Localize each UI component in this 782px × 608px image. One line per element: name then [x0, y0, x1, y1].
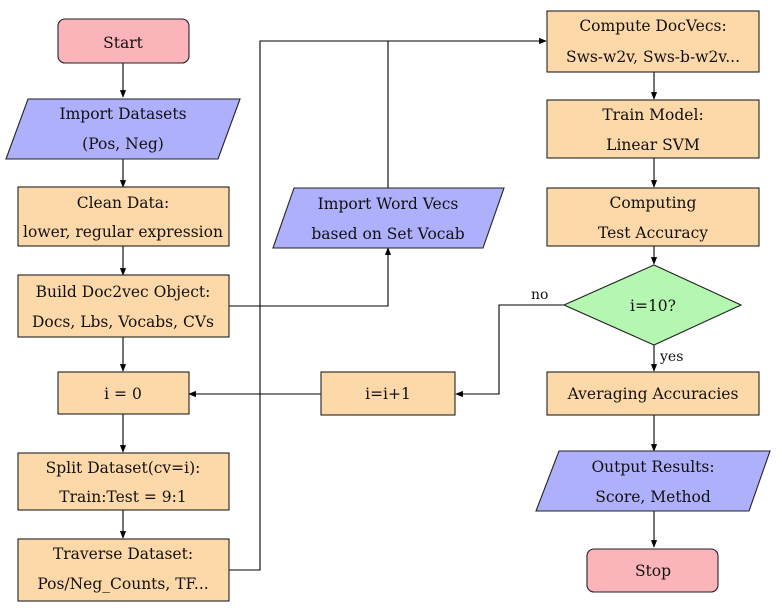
edges: no yes	[119, 37, 683, 571]
averaging-label: Averaging Accuracies	[567, 385, 739, 403]
i-zero-label: i = 0	[104, 385, 142, 403]
split-dataset-line-1: Split Dataset(cv=i):	[46, 459, 201, 477]
stop-node: Stop	[586, 548, 719, 593]
split-dataset-node: Split Dataset(cv=i): Train:Test = 9:1	[17, 452, 230, 511]
import-word-vecs-node: Import Word Vecs based on Set Vocab	[272, 187, 505, 249]
edge-label-yes: yes	[659, 349, 683, 365]
train-model-node: Train Model: Linear SVM	[546, 99, 760, 159]
clean-data-line-1: Clean Data:	[77, 194, 170, 212]
compute-docvecs-line-1: Compute DocVecs:	[579, 17, 726, 35]
edge-decision-no-to-increment	[455, 304, 564, 398]
i-zero-node: i = 0	[57, 371, 190, 415]
increment-node: i=i+1	[320, 371, 456, 416]
build-doc2vec-line-1: Build Doc2vec Object:	[36, 283, 211, 301]
build-doc2vec-line-2: Docs, Lbs, Vocabs, CVs	[32, 313, 214, 331]
increment-label: i=i+1	[365, 385, 411, 403]
start-node: Start	[57, 18, 190, 64]
import-datasets-line-2: (Pos, Neg)	[82, 135, 164, 153]
stop-label: Stop	[635, 562, 671, 580]
compute-docvecs-line-2: Sws-w2v, Sws-b-w2v...	[566, 48, 740, 66]
build-doc2vec-node: Build Doc2vec Object: Docs, Lbs, Vocabs,…	[17, 274, 230, 338]
traverse-dataset-line-2: Pos/Neg_Counts, TF...	[37, 575, 208, 593]
start-label: Start	[103, 34, 143, 52]
compute-docvecs-node: Compute DocVecs: Sws-w2v, Sws-b-w2v...	[546, 10, 760, 73]
train-model-line-2: Linear SVM	[606, 136, 700, 154]
computing-accuracy-node: Computing Test Accuracy	[546, 187, 760, 247]
output-results-line-1: Output Results:	[591, 458, 714, 476]
import-datasets-node: Import Datasets (Pos, Neg)	[5, 98, 241, 160]
traverse-dataset-line-1: Traverse Dataset:	[53, 545, 193, 563]
import-word-vecs-line-1: Import Word Vecs	[318, 195, 459, 213]
split-dataset-line-2: Train:Test = 9:1	[59, 488, 186, 506]
output-results-node: Output Results: Score, Method	[535, 450, 771, 512]
edge-traverse-to-compute	[229, 37, 547, 571]
clean-data-line-2: lower, regular expression	[23, 223, 223, 241]
averaging-node: Averaging Accuracies	[546, 371, 760, 416]
clean-data-node: Clean Data: lower, regular expression	[17, 186, 230, 247]
edge-build-to-wordvecs	[229, 247, 392, 307]
traverse-dataset-node: Traverse Dataset: Pos/Neg_Counts, TF...	[17, 538, 230, 602]
import-datasets-line-1: Import Datasets	[59, 105, 186, 123]
computing-accuracy-line-2: Test Accuracy	[598, 224, 708, 242]
output-results-line-2: Score, Method	[595, 488, 711, 506]
train-model-line-1: Train Model:	[602, 106, 703, 124]
decision-node: i=10?	[562, 264, 743, 346]
import-word-vecs-line-2: based on Set Vocab	[311, 225, 464, 243]
edge-label-no: no	[531, 287, 548, 303]
computing-accuracy-line-1: Computing	[610, 194, 697, 212]
decision-label: i=10?	[630, 297, 676, 315]
